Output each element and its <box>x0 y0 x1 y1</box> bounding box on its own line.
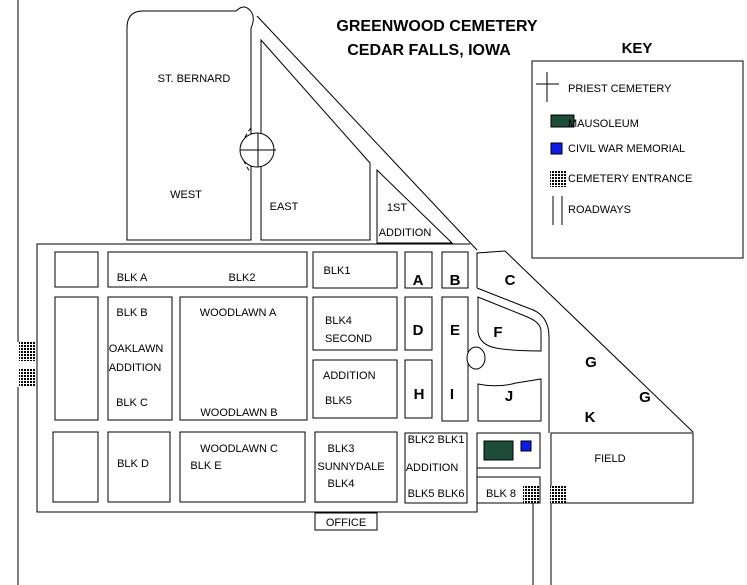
section-letter-k: K <box>585 409 596 426</box>
label-blk-d: BLK D <box>117 458 149 470</box>
label-st-bernard: ST. BERNARD <box>158 73 231 85</box>
section-letter-e: E <box>450 322 460 339</box>
label-blk-8: BLK 8 <box>486 488 516 500</box>
label-west: WEST <box>170 189 202 201</box>
label-blk4-sunnydale: BLK4 <box>328 478 355 490</box>
section-letter-d: D <box>413 322 424 339</box>
section-j-outline <box>477 378 542 422</box>
cemetery-entrance-icon <box>19 368 35 387</box>
cemetery-entrance-swatch <box>550 170 566 187</box>
key-box <box>531 60 744 259</box>
civil-war-memorial-icon <box>520 440 532 452</box>
section-letter-j: J <box>505 388 513 405</box>
label-blk2: BLK2 <box>229 272 256 284</box>
label-oaklawn: OAKLAWN <box>109 343 164 355</box>
first-addition-triangle <box>376 168 454 244</box>
key-item-label: CEMETERY ENTRANCE <box>568 173 692 185</box>
label-woodlawn-c: WOODLAWN C <box>200 443 278 455</box>
key-item-label: ROADWAYS <box>568 204 631 216</box>
section-c-top-left-edge <box>476 250 506 288</box>
block-addition-blk5 <box>312 359 398 419</box>
section-letter-i: I <box>450 386 454 403</box>
cemetery-entrance-icon <box>550 486 566 503</box>
block-empty-w <box>54 296 99 421</box>
label-blk1: BLK1 <box>324 265 351 277</box>
section-e-i-block <box>441 296 469 422</box>
label-woodlawn-a: WOODLAWN A <box>200 307 277 319</box>
section-letter-b: B <box>450 272 461 289</box>
block-blk3-sunnydale <box>314 431 398 503</box>
cul-de-sac-island <box>466 346 486 370</box>
section-f-outline <box>477 296 542 352</box>
cemetery-entrance-icon <box>19 342 35 361</box>
section-letter-g: G <box>585 354 597 371</box>
section-a-block <box>404 251 433 289</box>
mausoleum-swatch <box>550 114 575 128</box>
label-blk-a: BLK A <box>117 272 148 284</box>
section-d-block <box>404 296 433 351</box>
block-blk1 <box>312 251 398 289</box>
label-woodlawn-b: WOODLAWN B <box>200 407 277 419</box>
key-item-label: MAUSOLEUM <box>568 118 639 130</box>
label-blk2-blk1: BLK2 BLK1 <box>408 434 465 446</box>
page-title-line1: GREENWOOD CEMETERY <box>336 18 538 35</box>
label-blk-b: BLK B <box>116 307 147 319</box>
label-1st-addition: ADDITION <box>379 227 432 239</box>
block-blk4-second <box>312 296 398 351</box>
label-east: EAST <box>270 201 299 213</box>
block-blka-blk2 <box>107 251 308 288</box>
label-addition: ADDITION <box>323 370 376 382</box>
page-title-line2: CEDAR FALLS, IOWA <box>347 42 511 59</box>
block-se-addition <box>404 432 468 504</box>
label-blk-c: BLK C <box>116 397 148 409</box>
east-section-outline <box>260 38 371 241</box>
label-blk3: BLK3 <box>328 443 355 455</box>
section-letter-c: C <box>505 272 516 289</box>
block-oaklawn-addition <box>107 296 173 421</box>
label-office: OFFICE <box>326 517 366 529</box>
label-second: SECOND <box>325 333 372 345</box>
st-bernard-west-section-outline <box>126 6 254 241</box>
label-1st-addition: 1ST <box>387 202 407 214</box>
section-b-block <box>441 251 469 289</box>
office-block <box>314 512 378 531</box>
curved-road-outer-edge <box>476 287 550 433</box>
label-blk5: BLK5 <box>325 395 352 407</box>
key-title: KEY <box>622 40 653 57</box>
label-oaklawn-addition: ADDITION <box>109 362 162 374</box>
label-sunnydale: SUNNYDALE <box>317 461 384 473</box>
civil-war-memorial-swatch <box>550 142 563 155</box>
label-blk4: BLK4 <box>325 315 352 327</box>
label-se-addition: ADDITION <box>406 462 459 474</box>
label-field: FIELD <box>594 453 625 465</box>
diagonal-road-right-edge <box>256 15 478 251</box>
mausoleum-icon <box>483 440 514 461</box>
section-letter-f: F <box>493 324 502 341</box>
cemetery-entrance-icon <box>523 485 539 503</box>
section-letter-a: A <box>413 272 424 289</box>
block-woodlawn-ab <box>179 296 308 421</box>
key-item-label: PRIEST CEMETERY <box>568 83 672 95</box>
block-blkd <box>107 431 171 503</box>
block-empty-sw <box>52 431 99 503</box>
section-letter-g: G <box>639 389 651 406</box>
southeast-boundary-diagonal <box>504 250 694 433</box>
section-h-block <box>404 359 433 419</box>
block-woodlawn-c <box>179 431 306 503</box>
label-blk-e: BLK E <box>190 460 221 472</box>
label-blk5-blk6: BLK5 BLK6 <box>408 488 465 500</box>
key-item-label: CIVIL WAR MEMORIAL <box>568 143 685 155</box>
field-block <box>550 432 694 504</box>
section-letter-h: H <box>414 386 425 403</box>
block-empty-nw <box>54 251 99 288</box>
